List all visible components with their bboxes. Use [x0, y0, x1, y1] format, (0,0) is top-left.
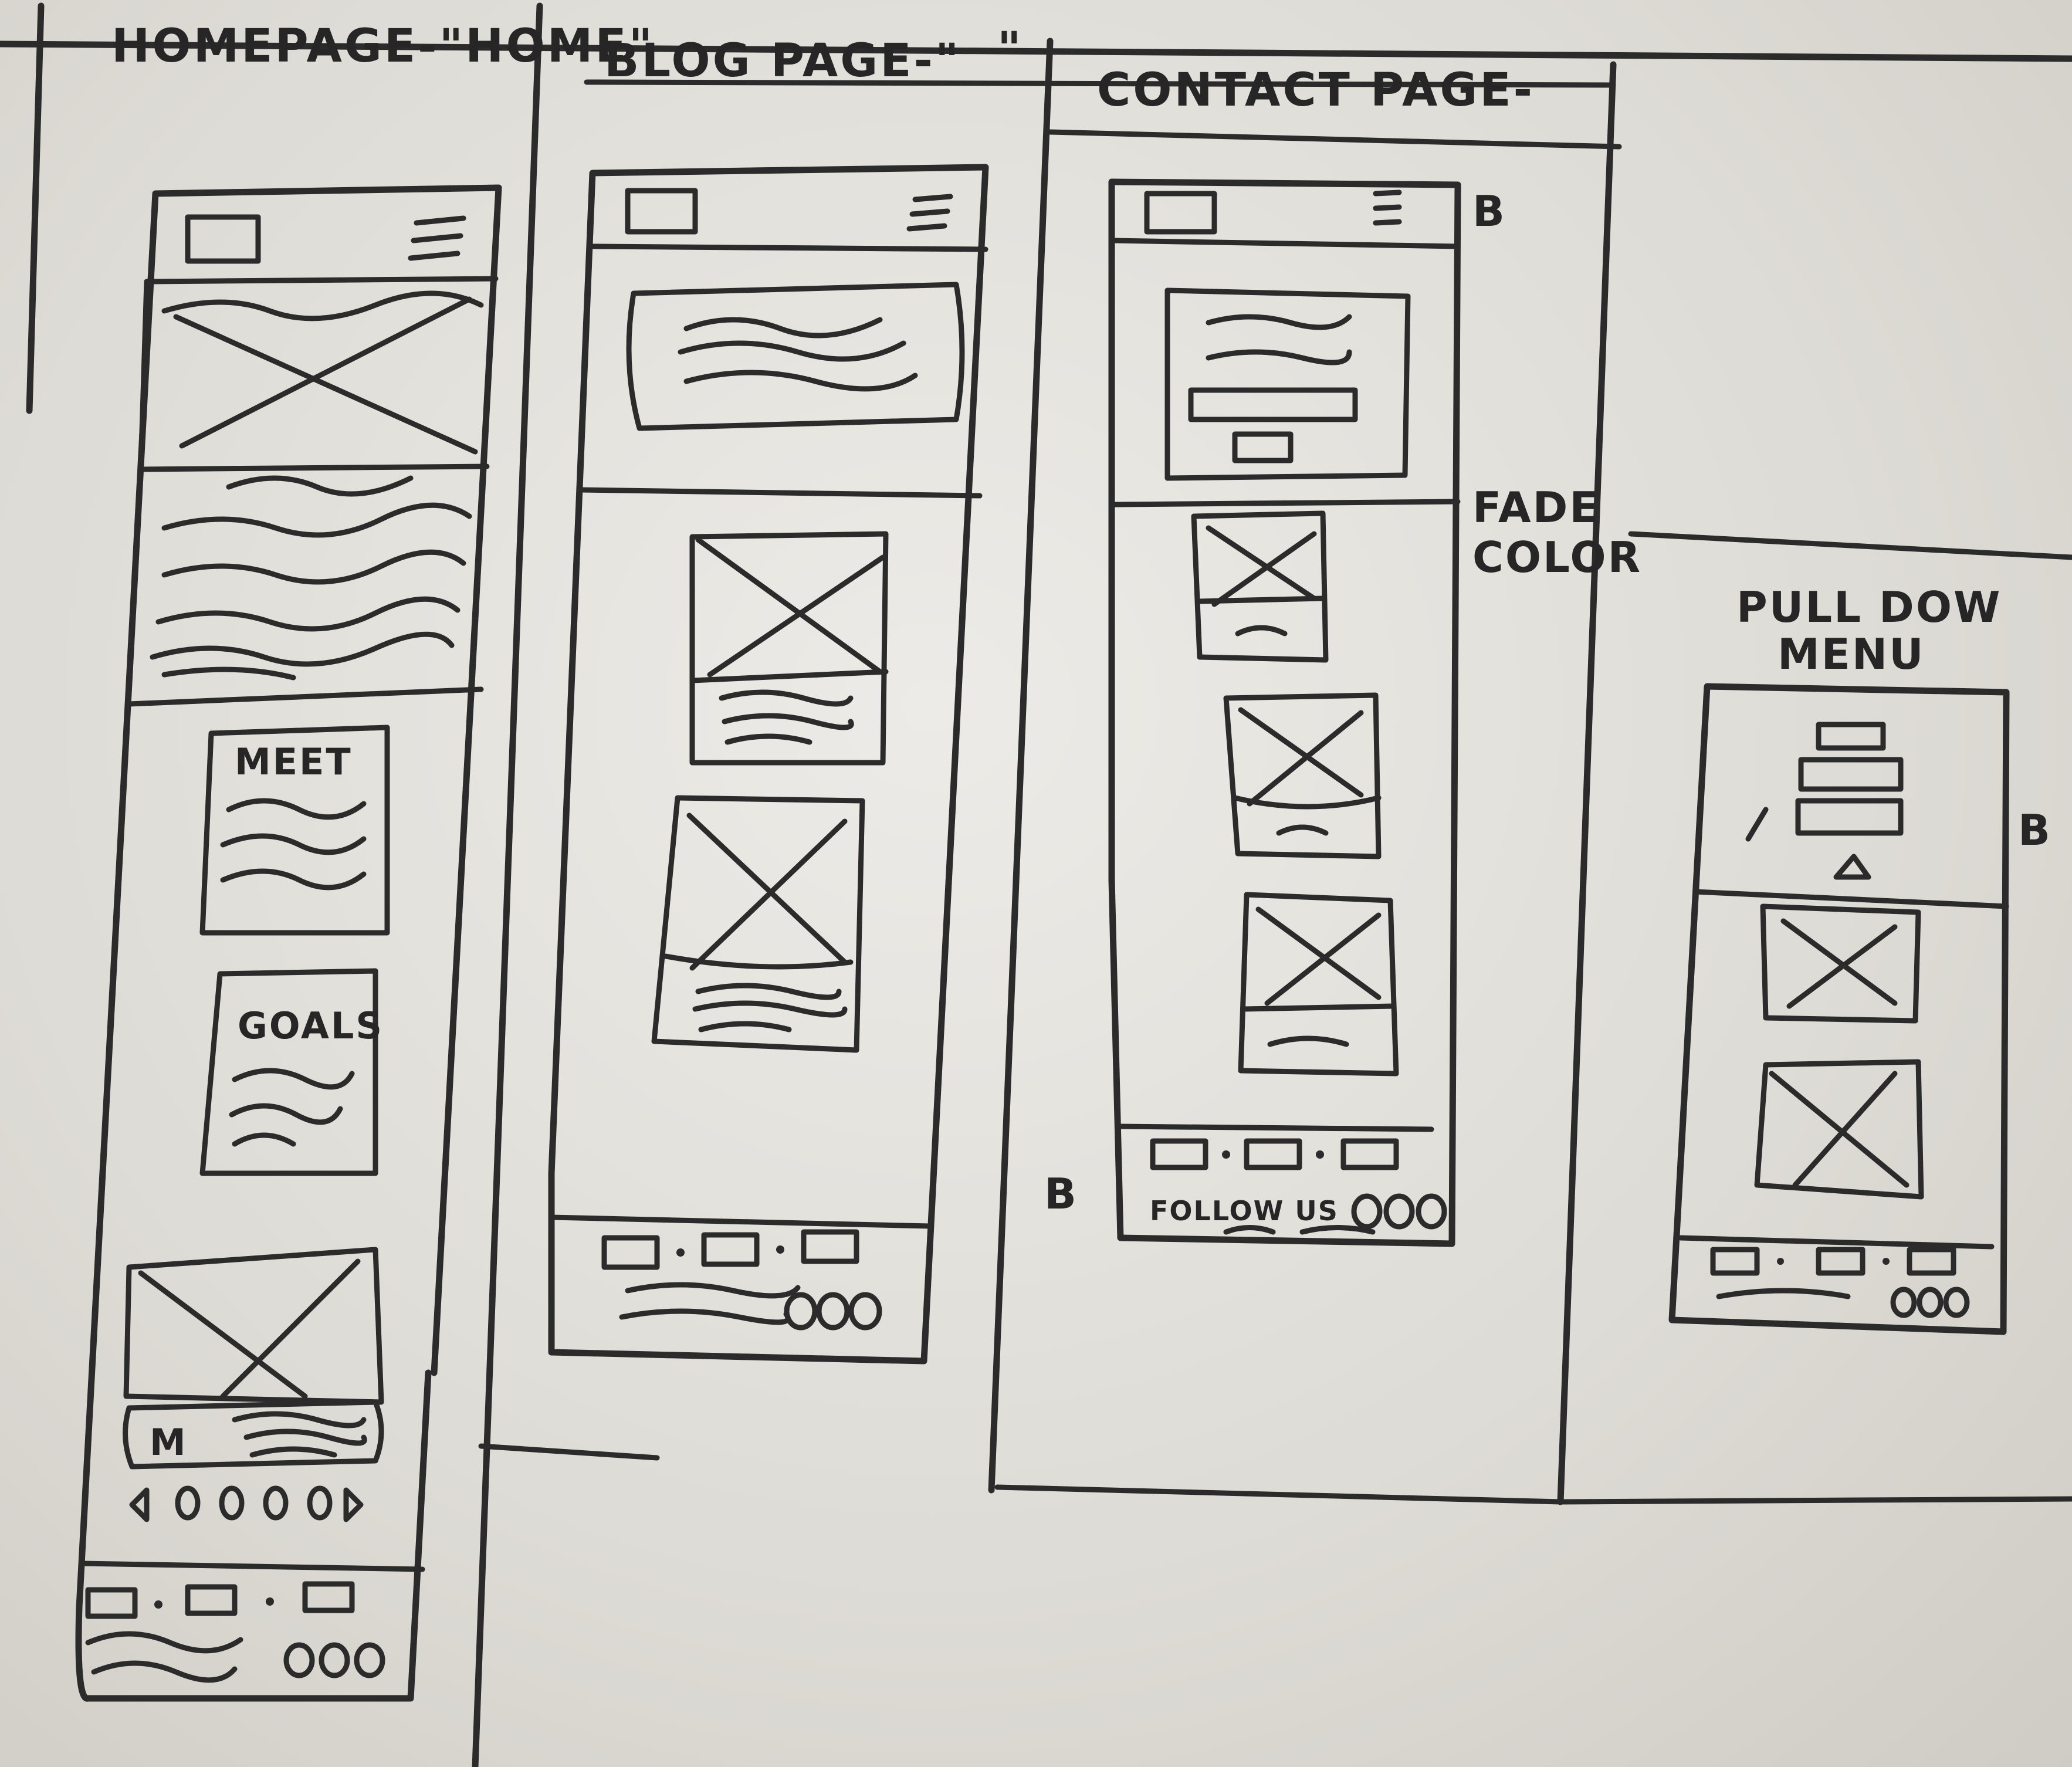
contact-logo-box	[1144, 191, 1217, 235]
social-icon[interactable]	[1943, 1287, 1970, 1318]
pulldown-title-line2: MENU	[1778, 629, 1925, 679]
social-icon[interactable]	[319, 1642, 350, 1678]
blog-post-card[interactable]	[651, 795, 865, 1053]
social-icon[interactable]	[1917, 1287, 1944, 1318]
footer-link-box[interactable]	[1710, 1247, 1760, 1276]
footer-link-box[interactable]	[1340, 1138, 1399, 1170]
contact-hamburger-icon	[1373, 189, 1402, 226]
home-wireframe: MEET GOALS M	[75, 184, 502, 1702]
home-carousel-caption: M	[123, 1399, 384, 1470]
pulldown-wireframe: PULL DOW MENU B	[1668, 583, 2052, 1335]
social-icon[interactable]	[1383, 1193, 1415, 1230]
menu-item-box[interactable]	[1816, 722, 1886, 751]
contact-form-hero	[1164, 287, 1411, 481]
fade-color-note-line1: FADE	[1472, 483, 1600, 532]
footer-link-box[interactable]	[1907, 1247, 1956, 1276]
social-icon[interactable]	[1351, 1193, 1383, 1230]
blog-page-header: BLOG PAGE-"	[604, 35, 961, 87]
social-icon[interactable]	[816, 1292, 850, 1331]
carousel-dot[interactable]	[219, 1485, 245, 1521]
home-intro-text	[126, 475, 484, 707]
social-icon[interactable]	[784, 1292, 818, 1331]
contact-card[interactable]	[1238, 892, 1399, 1077]
social-icon[interactable]	[354, 1642, 385, 1678]
footer-link-box[interactable]	[701, 1232, 760, 1267]
carousel-dot[interactable]	[263, 1485, 289, 1521]
home-goals-card: GOALS	[199, 968, 384, 1176]
pulldown-title-line1: PULL DOW	[1736, 583, 2002, 632]
blog-wireframe	[548, 164, 989, 1365]
contact-card[interactable]	[1191, 510, 1329, 663]
follow-us-text: FOLLOW US	[1150, 1195, 1339, 1227]
contact-footer: FOLLOW US	[1115, 1123, 1447, 1235]
social-icon[interactable]	[1890, 1287, 1917, 1318]
carousel-dot[interactable]	[307, 1485, 333, 1521]
carousel-next-arrow-icon[interactable]	[343, 1487, 364, 1522]
goals-card-title: GOALS	[238, 1004, 384, 1047]
menu-item-box[interactable]	[1795, 798, 1904, 836]
pulldown-menu-items[interactable]	[1745, 722, 1904, 880]
carousel-prev-arrow-icon[interactable]	[129, 1487, 150, 1522]
carousel-caption-mark: M	[150, 1421, 188, 1464]
contact-input-field[interactable]	[1188, 387, 1358, 422]
footer-link-box[interactable]	[302, 1581, 355, 1613]
social-icon[interactable]	[1416, 1193, 1447, 1230]
carousel-dot[interactable]	[175, 1485, 201, 1521]
footer-link-box[interactable]	[85, 1587, 138, 1619]
pulldown-footer	[1678, 1235, 1995, 1318]
pulldown-image-card[interactable]	[1754, 1059, 1924, 1200]
meet-card-title: MEET	[235, 740, 353, 783]
home-meet-card: MEET	[199, 725, 390, 936]
contact-submit-button[interactable]	[1232, 431, 1294, 463]
footer-link-box[interactable]	[1150, 1138, 1208, 1170]
contact-card[interactable]	[1223, 692, 1382, 859]
pulldown-side-mark: B	[2018, 805, 2052, 855]
footer-link-box[interactable]	[1244, 1138, 1302, 1170]
home-carousel-image	[123, 1247, 384, 1405]
home-footer	[79, 1560, 425, 1683]
contact-side-mark: B	[1472, 187, 1506, 236]
menu-item-box[interactable]	[1798, 757, 1904, 792]
home-logo-box	[185, 214, 261, 264]
contact-footer-mark: B	[1044, 1169, 1078, 1218]
pulldown-image-card[interactable]	[1760, 903, 1921, 1024]
home-carousel-controls[interactable]	[129, 1485, 364, 1522]
home-hamburger-icon	[408, 215, 466, 261]
social-icon[interactable]	[283, 1642, 315, 1678]
blog-header-quote: "	[997, 23, 1024, 76]
blog-hamburger-icon	[906, 194, 953, 232]
footer-link-box[interactable]	[185, 1584, 238, 1616]
footer-link-box[interactable]	[801, 1229, 859, 1264]
blog-logo-box	[625, 188, 698, 235]
blog-footer	[549, 1214, 933, 1331]
social-icon[interactable]	[848, 1292, 882, 1331]
fade-color-note-line2: COLOR	[1472, 533, 1642, 582]
contact-page-header: CONTACT PAGE-	[1097, 64, 1535, 117]
contact-wireframe: B FADE COLOR	[1044, 178, 1642, 1247]
home-hero-image	[138, 279, 490, 472]
blog-hero-block	[626, 282, 965, 431]
home-page-header: HOMEPAGE-"HOME"	[111, 20, 655, 73]
blog-post-card[interactable]	[689, 531, 889, 766]
footer-link-box[interactable]	[601, 1235, 660, 1270]
footer-link-box[interactable]	[1816, 1247, 1866, 1276]
menu-collapse-arrow-icon[interactable]	[1833, 854, 1871, 880]
